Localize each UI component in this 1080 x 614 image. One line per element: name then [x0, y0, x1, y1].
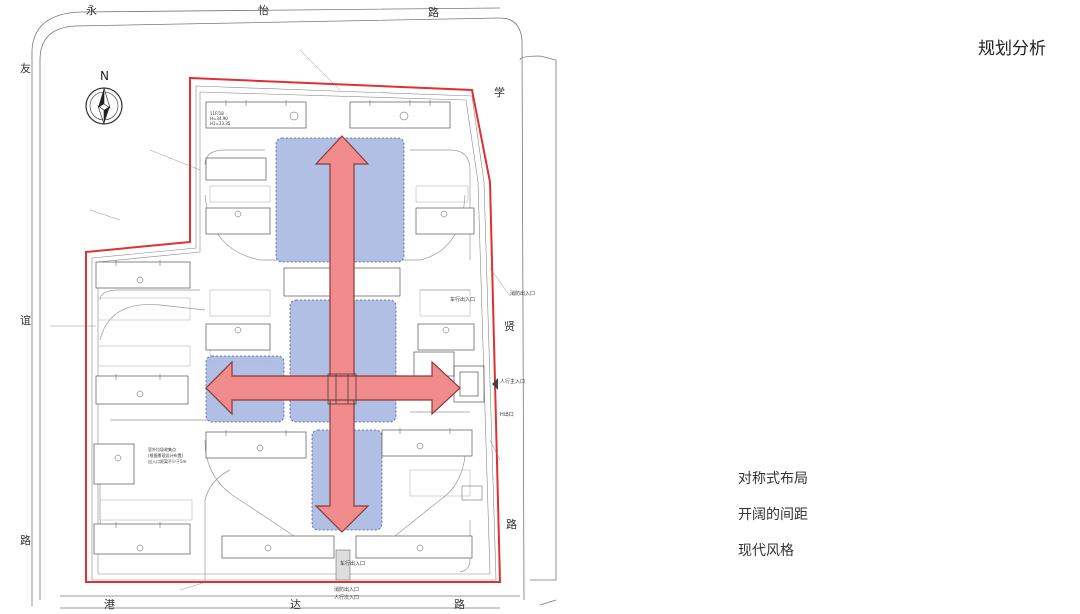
analysis-point-2: 开阔的间距	[738, 507, 808, 523]
analysis-point-3: 现代风格	[738, 543, 794, 559]
road-west-char-3: 路	[20, 534, 31, 547]
road-north-char-3: 路	[428, 6, 439, 19]
road-east-char-3: 路	[506, 518, 517, 531]
site-boundary	[85, 76, 502, 583]
north-compass	[85, 87, 123, 125]
lot-lines	[91, 85, 497, 581]
road-south-char-2: 达	[290, 598, 301, 611]
analysis-points: 对称式布局 开阔的间距 现代风格	[738, 470, 808, 578]
waste-note-1: 室外垃圾收集点	[148, 447, 176, 452]
entry-car-south-label: 车行出入口	[340, 561, 366, 567]
road-south-char-3: 路	[454, 598, 465, 611]
waste-note-3: 出入口距离不少于5m	[148, 459, 187, 464]
road-north-char-2: 怡	[258, 4, 269, 17]
road-east-char-2: 贤	[504, 320, 515, 333]
east-plaza	[453, 365, 485, 403]
building-code-line-3: H1=33.35	[210, 121, 231, 126]
entry-people-south-label: 人行次入口	[334, 595, 360, 601]
axis-arrows	[205, 135, 461, 533]
ramp-exit-label: H出口	[500, 412, 514, 418]
building-code-line-2: H=34.90	[210, 116, 228, 121]
building-unit-ticks	[115, 100, 451, 528]
road-south-char-1: 港	[104, 598, 115, 611]
annotation-leaders	[50, 49, 511, 591]
main-entry-marker	[492, 378, 498, 390]
road-east-char-1: 学	[494, 86, 505, 99]
road-west-char-1: 友	[20, 62, 31, 75]
service-court	[461, 485, 483, 501]
building-id-circles	[114, 111, 450, 552]
arrow-crossing-detail	[327, 373, 357, 405]
compass-label: N	[100, 69, 109, 83]
analysis-point-1: 对称式布局	[738, 471, 808, 487]
vertical-axis-arrow	[314, 135, 370, 533]
road-west-char-2: 谊	[20, 314, 31, 327]
horizontal-axis-arrow	[205, 360, 461, 416]
entry-fire-east-label: 消防出入口	[510, 291, 536, 297]
page-title: 规划分析	[978, 39, 1046, 59]
road-north-char-1: 永	[86, 4, 97, 17]
entry-car-east-label: 车行出入口	[450, 297, 476, 303]
south-gate	[335, 549, 351, 581]
building-code-line-1: 11F/18	[210, 111, 224, 116]
road-outlines	[31, 7, 557, 609]
waste-note-2: (根据景观设计布置)	[148, 453, 184, 458]
parking-strips	[97, 185, 471, 521]
entry-fire-south-label: 消防出入口	[334, 587, 360, 593]
entry-people-east-label: 人行主入口	[500, 379, 526, 385]
